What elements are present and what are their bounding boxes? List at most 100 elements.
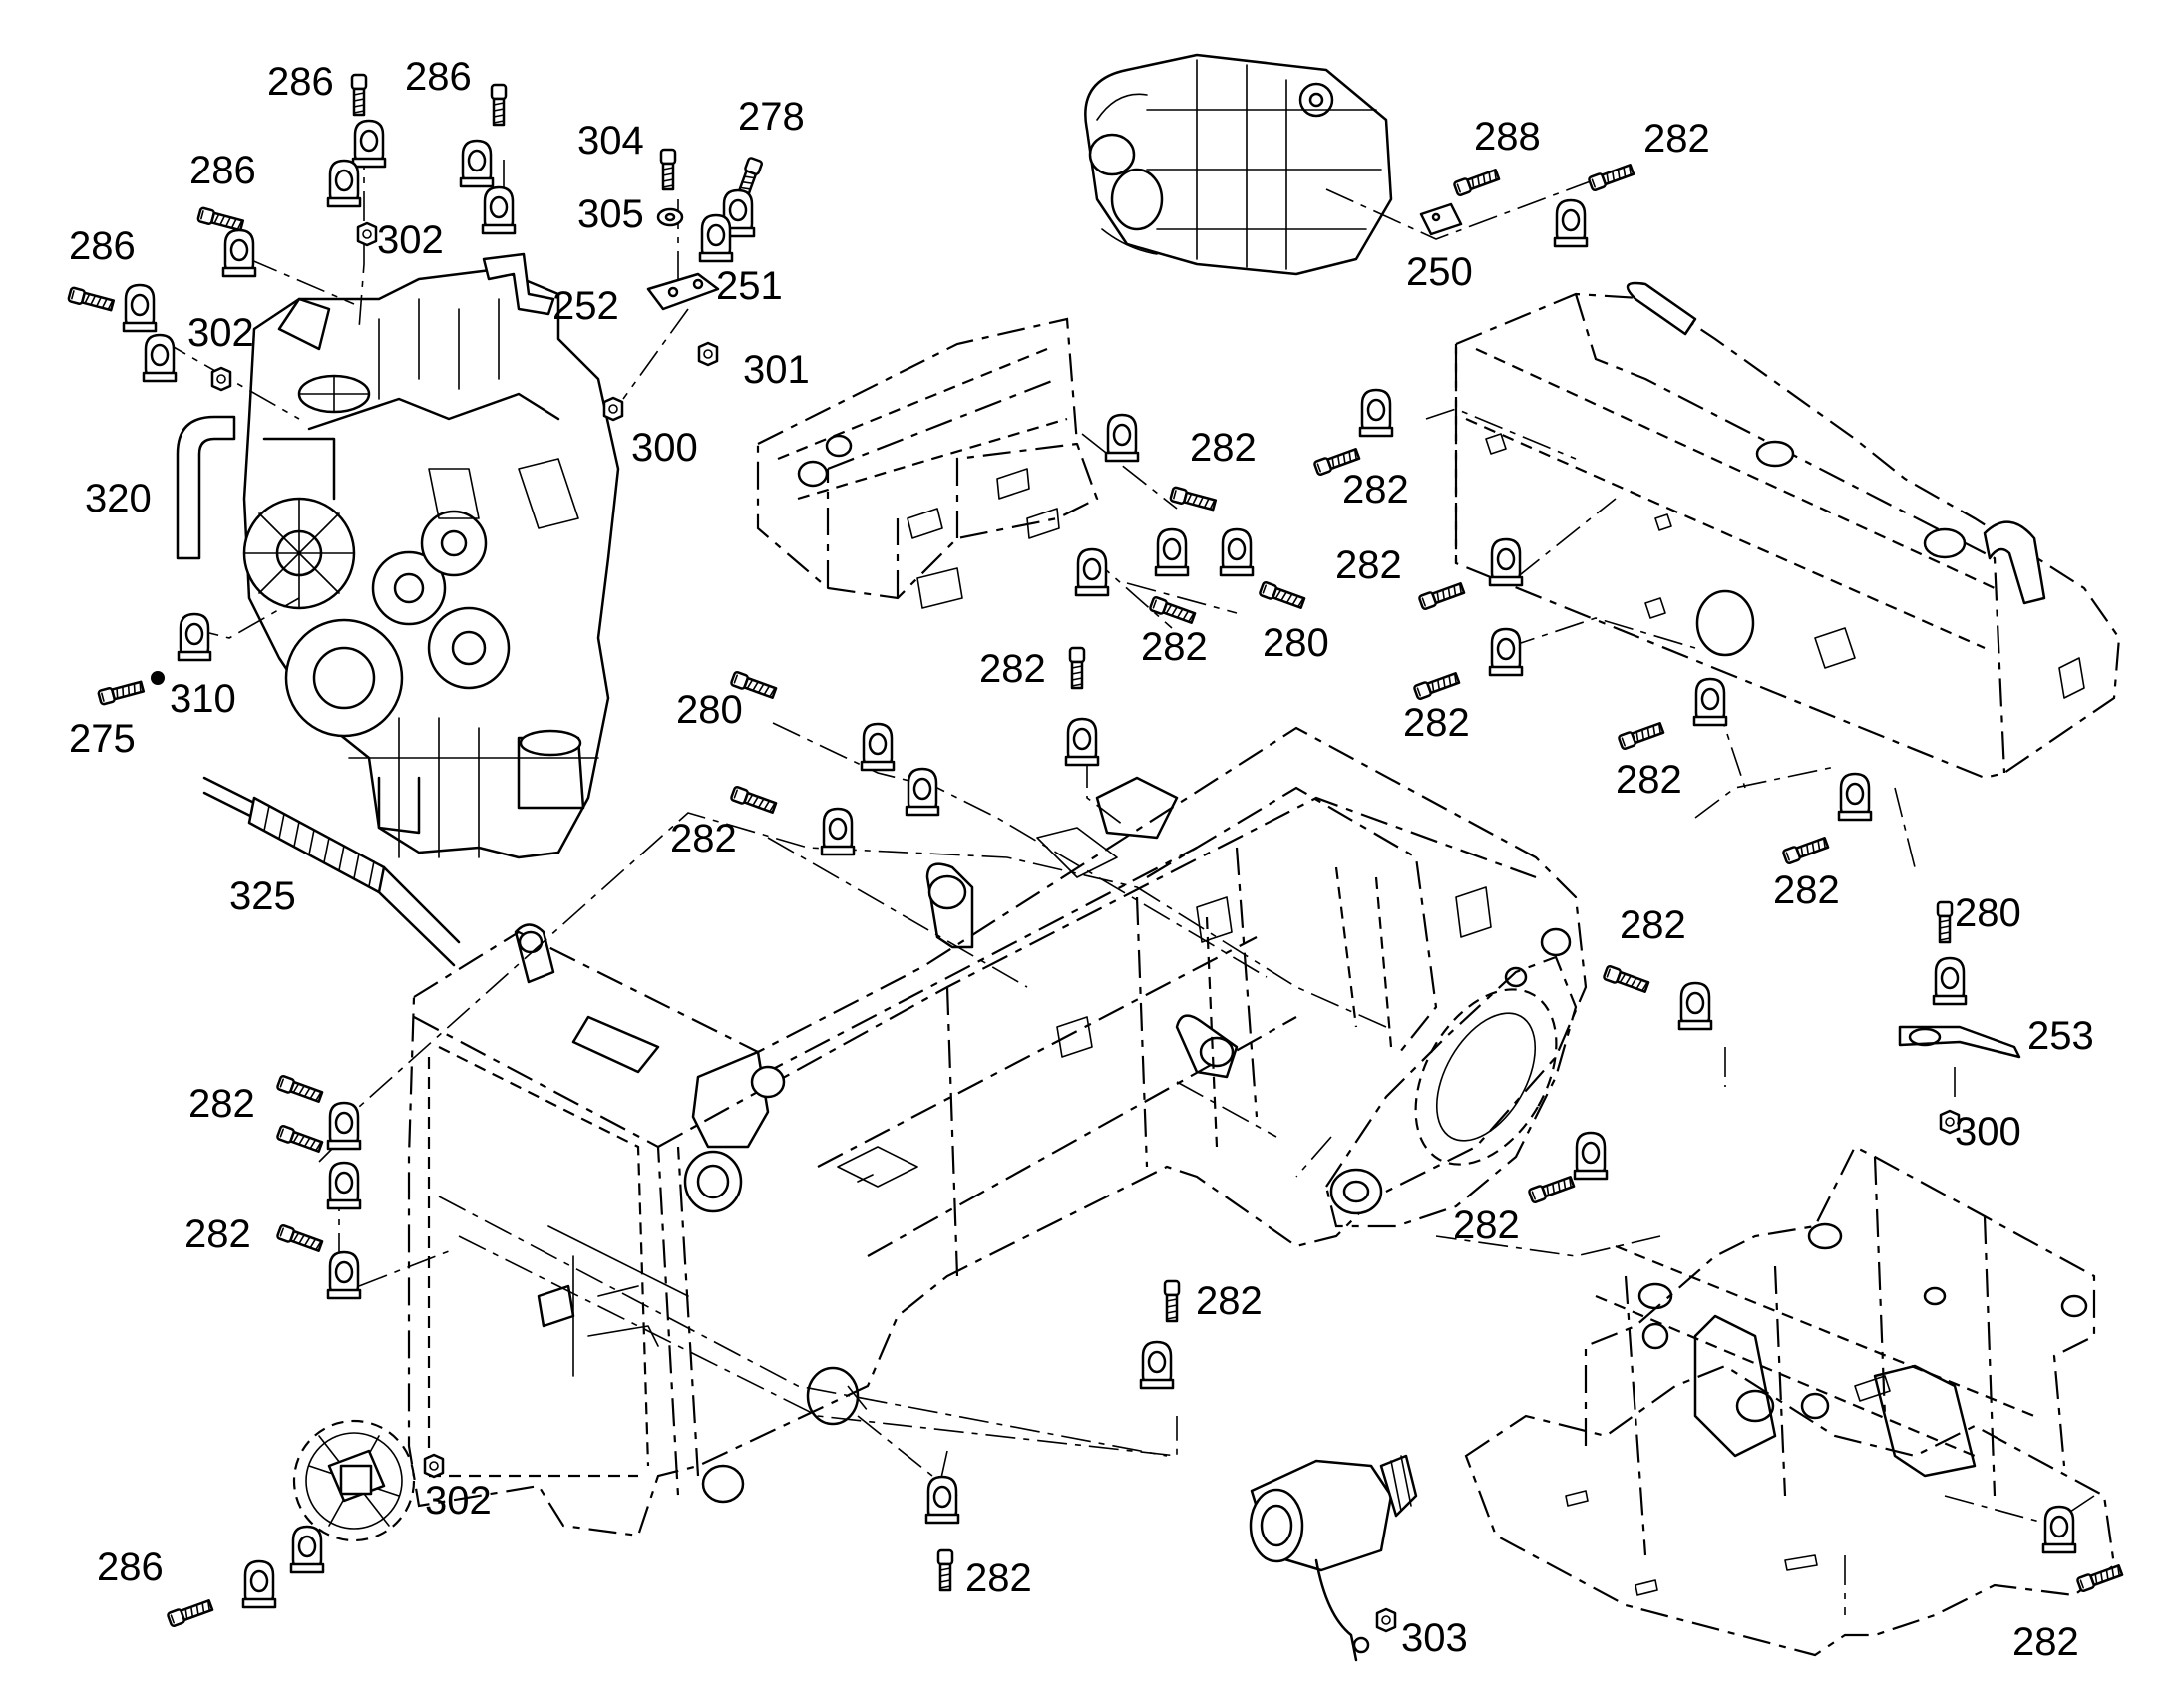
label-325: 325	[229, 874, 296, 918]
clip-282-tray-d	[1074, 547, 1110, 597]
transmission-assembly	[1084, 53, 1393, 276]
clip-282-frame-a	[1064, 717, 1100, 767]
clip-280-frame	[860, 722, 940, 817]
bolt-282-left-a	[275, 1074, 324, 1105]
bolt-282-left-b	[275, 1124, 324, 1155]
label-282: 282	[188, 1082, 255, 1126]
bolt-286-d	[66, 285, 116, 314]
bolt-286-b	[490, 83, 508, 127]
label-300: 300	[1955, 1110, 2021, 1154]
label-282: 282	[1335, 543, 1402, 587]
bolt-282-bottom-b	[936, 1548, 954, 1592]
bolt-282-bottom-a	[1163, 1279, 1181, 1323]
clip-282-tank-e	[1837, 772, 1873, 822]
bolt-282-rear-a	[1527, 1174, 1576, 1204]
clip-286-a	[326, 119, 387, 208]
clip-282-rear-a	[1573, 1131, 1609, 1181]
bracket-253	[1898, 1025, 2021, 1059]
label-282: 282	[1616, 758, 1682, 802]
bolt-280-bracket	[1936, 900, 1954, 944]
bolt-282-tank-b	[1417, 580, 1466, 611]
label-282: 282	[1773, 868, 1840, 912]
clip-282-tray-a	[1104, 413, 1140, 463]
label-278: 278	[738, 95, 805, 139]
clip-282-left-c	[326, 1250, 362, 1300]
bolt-282-frame-b	[729, 785, 778, 816]
hose-320	[176, 415, 236, 560]
label-282: 282	[184, 1212, 251, 1256]
clip-282-tray-c	[1219, 527, 1255, 577]
bolt-282-rear-b	[2075, 1562, 2124, 1593]
label-282: 282	[1620, 903, 1686, 947]
label-282: 282	[2012, 1620, 2079, 1664]
clip-282-bottom-b	[924, 1475, 960, 1525]
label-252: 252	[552, 284, 619, 328]
clip-282-tray-b	[1154, 527, 1190, 577]
clip-286-d	[122, 283, 178, 383]
clip-282-frame-b	[820, 807, 856, 856]
bolt-282-tank-d	[1617, 720, 1665, 751]
nut-302-c	[423, 1453, 445, 1479]
label-282: 282	[1196, 1279, 1263, 1323]
bolt-286-a	[350, 73, 368, 117]
clip-282-tank-b	[1488, 537, 1524, 587]
clip-282-tank-a	[1358, 388, 1394, 438]
bolt-282-top	[1587, 162, 1635, 192]
bolt-286-e	[166, 1597, 214, 1628]
clip-286-c	[221, 228, 257, 278]
part-labels: 286 286 286 286 304 278 305 302 252 251 …	[69, 55, 2094, 1664]
label-300: 300	[631, 426, 698, 470]
label-280: 280	[1955, 891, 2021, 935]
label-253: 253	[2027, 1014, 2094, 1058]
bolt-288	[1452, 167, 1501, 197]
washer-310	[151, 671, 165, 685]
label-288: 288	[1474, 115, 1541, 159]
bracket-252	[482, 252, 555, 316]
label-301: 301	[743, 348, 810, 392]
label-282: 282	[979, 647, 1046, 691]
clip-286-b	[459, 139, 517, 235]
label-310: 310	[170, 677, 236, 721]
main-frame-assembly	[407, 726, 1588, 1537]
bolt-304	[659, 148, 677, 191]
fuel-tank-assembly	[1454, 281, 2121, 780]
label-286: 286	[69, 224, 136, 268]
clip-282-right	[1677, 981, 1713, 1031]
engine-assembly	[242, 267, 620, 859]
bolt-282-tank-e	[1781, 835, 1830, 865]
label-282: 282	[1403, 701, 1470, 745]
label-280: 280	[676, 688, 743, 732]
clip-250	[1553, 198, 1589, 248]
bolt-282-right	[1602, 964, 1650, 995]
label-251: 251	[716, 264, 783, 308]
fan-assembly	[292, 1419, 416, 1542]
clip-286-e	[241, 1525, 325, 1609]
label-282: 282	[1141, 625, 1208, 669]
plate-251	[646, 272, 720, 311]
label-286: 286	[267, 60, 334, 104]
label-302: 302	[187, 311, 254, 355]
label-303: 303	[1401, 1616, 1468, 1660]
label-282: 282	[1643, 117, 1710, 161]
label-282: 282	[670, 817, 737, 860]
bolt-282-left-c	[275, 1223, 324, 1254]
clip-282-left-b	[326, 1161, 362, 1210]
label-304: 304	[577, 119, 644, 163]
plate-250	[1419, 202, 1463, 236]
label-286: 286	[97, 1545, 164, 1589]
label-302: 302	[425, 1479, 492, 1523]
bolt-275	[96, 678, 146, 707]
clip-282-bottom-a	[1139, 1340, 1175, 1390]
label-282: 282	[1453, 1203, 1520, 1247]
axle-plate	[1324, 955, 1578, 1228]
bolt-280-tray	[1258, 580, 1306, 611]
nut-302-b	[210, 366, 232, 392]
nut-301	[697, 341, 719, 367]
label-286: 286	[405, 55, 472, 99]
bolt-282-frame-a	[1068, 646, 1086, 690]
nut-300-a	[602, 396, 624, 422]
clip-282-left-a	[326, 1101, 362, 1151]
clip-310	[177, 612, 212, 662]
clip-280-bracket	[1932, 956, 1968, 1006]
